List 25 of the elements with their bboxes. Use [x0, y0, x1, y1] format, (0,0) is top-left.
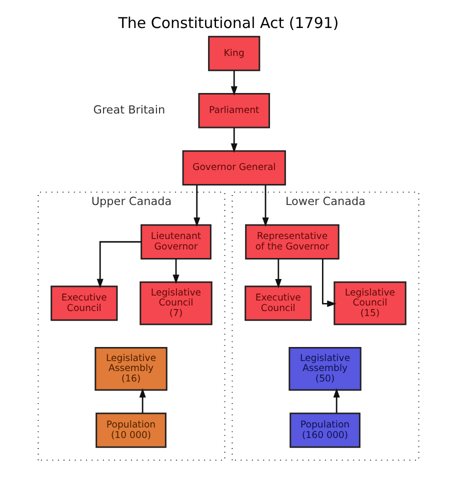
node-box: Legislative Council (7) — [140, 281, 212, 326]
node-box: Executive Council — [50, 286, 118, 321]
label: Great Britain — [93, 104, 166, 117]
arrow — [172, 258, 180, 284]
node-box: Legislative Assembly (50) — [288, 347, 362, 391]
node-box: Governor General — [182, 150, 286, 186]
diagram-title: The Constitutional Act (1791) — [118, 14, 339, 32]
arrow — [230, 70, 238, 96]
arrow — [139, 388, 146, 414]
arrow — [194, 185, 200, 227]
node-box: Legislative Assembly (16) — [94, 347, 168, 391]
arrow — [333, 388, 340, 414]
node-box: Representative of the Governor — [245, 224, 340, 260]
node-box: Population (10 000) — [96, 412, 166, 448]
arrow — [262, 185, 269, 227]
node-box: Legislative Council (15) — [334, 281, 406, 326]
node-box: Lieutenant Governor — [140, 224, 212, 260]
node-box: Executive Council — [244, 286, 312, 321]
arrow — [322, 258, 337, 308]
arrow — [96, 241, 142, 288]
node-box: Population (160 000) — [290, 412, 360, 448]
arrow — [275, 258, 282, 288]
node-box: Parliament — [198, 93, 270, 128]
node-box: King — [208, 36, 260, 72]
arrow — [230, 128, 238, 153]
